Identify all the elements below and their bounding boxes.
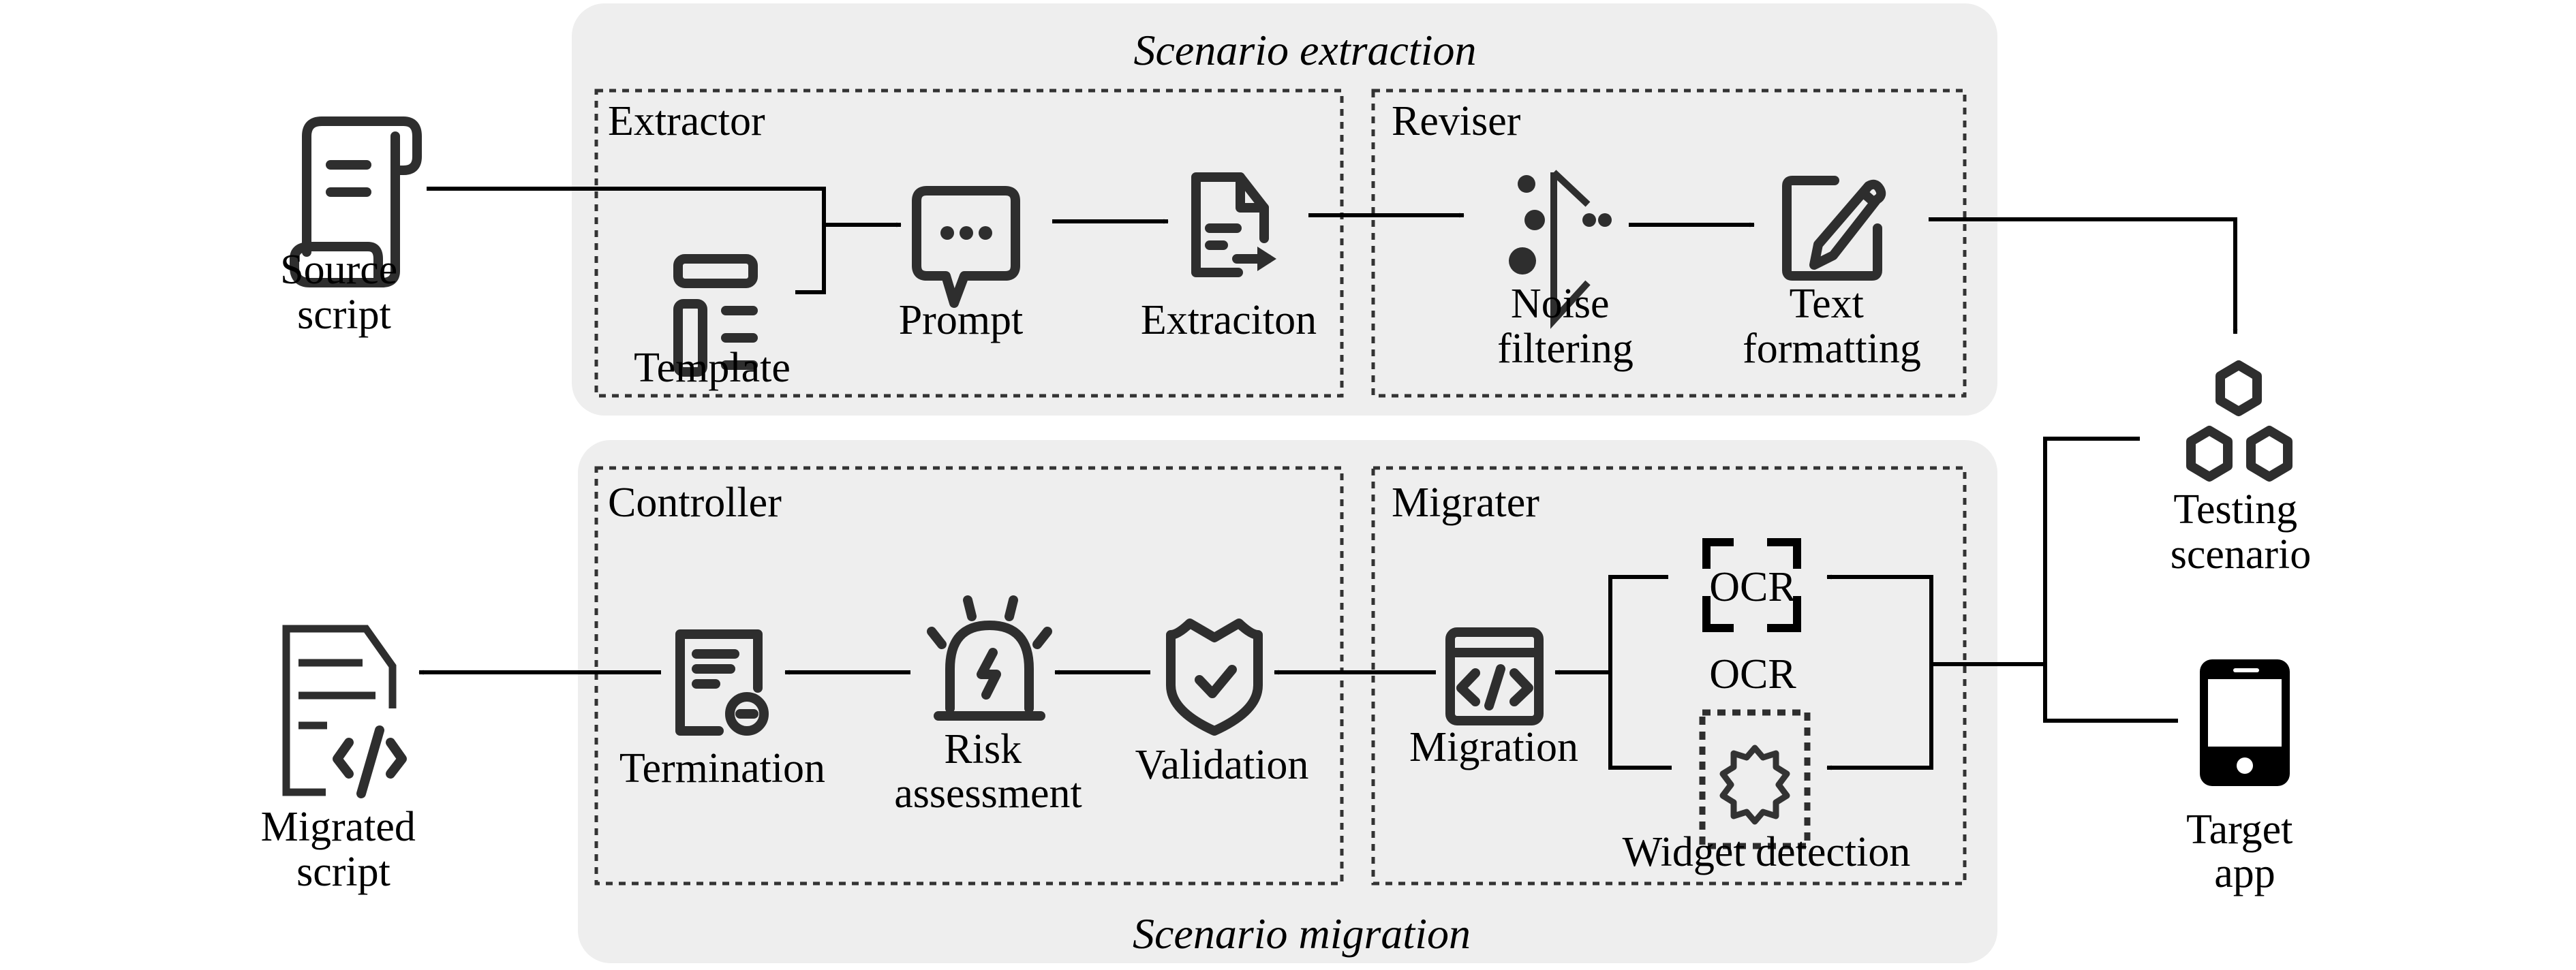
scenario-extraction-panel [572, 3, 1997, 416]
source-script-label: Source script [280, 247, 408, 338]
edge-widget-to-merge [1608, 672, 1672, 770]
noise-filtering-node: Noise filtering [1497, 170, 1634, 372]
migration-label: Migration [1409, 724, 1578, 770]
ocr-icon-text: OCR [1709, 564, 1796, 610]
validation-label: Validation [1135, 742, 1309, 788]
migrater-module-box [1371, 466, 1967, 886]
noise-filtering-label: Noise filtering [1497, 281, 1634, 372]
prompt-node: Prompt [899, 186, 1024, 343]
scenario-migration-title: Scenario migration [1133, 909, 1471, 958]
edge-template-to-prompt [795, 225, 826, 294]
alarm-siren-icon [927, 595, 1052, 721]
scenario-extraction-title: Scenario extraction [1134, 26, 1477, 74]
scroll-icon [290, 116, 422, 287]
filter-funnel-icon [1509, 170, 1612, 329]
extractor-module-box [594, 89, 1344, 398]
edit-pencil-icon [1782, 176, 1886, 281]
extraction-node: Extraciton [1141, 172, 1317, 343]
ocr-node: OCR OCR [1702, 538, 1801, 698]
edge-testing-scenario-to-bus [2043, 437, 2140, 664]
termination-node: Termination [619, 629, 825, 792]
text-formatting-label: Text formatting [1743, 281, 1921, 372]
widget-detection-label: Widget detection [1623, 829, 1911, 875]
chat-bubble-icon [912, 186, 1020, 308]
migrated-script-node: Migrated script [261, 625, 427, 895]
target-app-node: Target app [2186, 659, 2303, 896]
edge-source-to-prompt [427, 187, 826, 225]
template-icon [673, 254, 758, 377]
risk-assessment-node: Risk assessment [894, 595, 1082, 817]
template-node: Template [634, 254, 791, 391]
smartphone-icon [2200, 659, 2290, 786]
edge-bus-to-ocr [1826, 574, 1933, 664]
connectors [418, 187, 2238, 770]
reviser-module-box [1371, 89, 1967, 398]
edge-text-to-testing-scenario [1929, 217, 2238, 334]
testing-scenario-label: Testing scenario [2171, 486, 2312, 578]
testing-scenario-node: Testing scenario [2171, 360, 2312, 578]
shield-check-icon [1166, 619, 1263, 736]
controller-label: Controller [608, 480, 782, 526]
reviser-label: Reviser [1392, 98, 1521, 144]
migrated-script-label: Migrated script [261, 804, 427, 895]
scenario-migration-panel [578, 440, 1997, 963]
target-app-label: Target app [2186, 807, 2303, 896]
document-export-icon [1191, 172, 1276, 277]
validation-node: Validation [1135, 619, 1309, 788]
source-script-node: Source script [280, 116, 422, 338]
extraction-label: Extraciton [1141, 297, 1317, 343]
migrater-label: Migrater [1392, 480, 1539, 526]
ocr-label: OCR [1709, 651, 1796, 698]
prompt-label: Prompt [899, 297, 1024, 343]
widget-gear-icon [1699, 709, 1811, 849]
document-stop-icon [675, 629, 769, 736]
edge-target-app-to-bus [2043, 664, 2178, 723]
hexagons-icon [2186, 360, 2293, 482]
code-document-icon [282, 625, 407, 798]
migration-node: Migration [1409, 627, 1578, 770]
widget-detection-node: Widget detection [1623, 709, 1911, 875]
controller-module-box [594, 466, 1344, 886]
termination-label: Termination [619, 745, 825, 792]
template-label: Template [634, 345, 791, 391]
extractor-label: Extractor [608, 98, 765, 144]
edge-bus-to-widget [1826, 664, 1933, 770]
ocr-scan-icon: OCR [1702, 538, 1801, 632]
code-window-icon [1445, 627, 1544, 725]
risk-assessment-label: Risk assessment [894, 726, 1082, 817]
text-formatting-node: Text formatting [1743, 176, 1921, 372]
edge-ocr-to-merge [1608, 575, 1668, 672]
